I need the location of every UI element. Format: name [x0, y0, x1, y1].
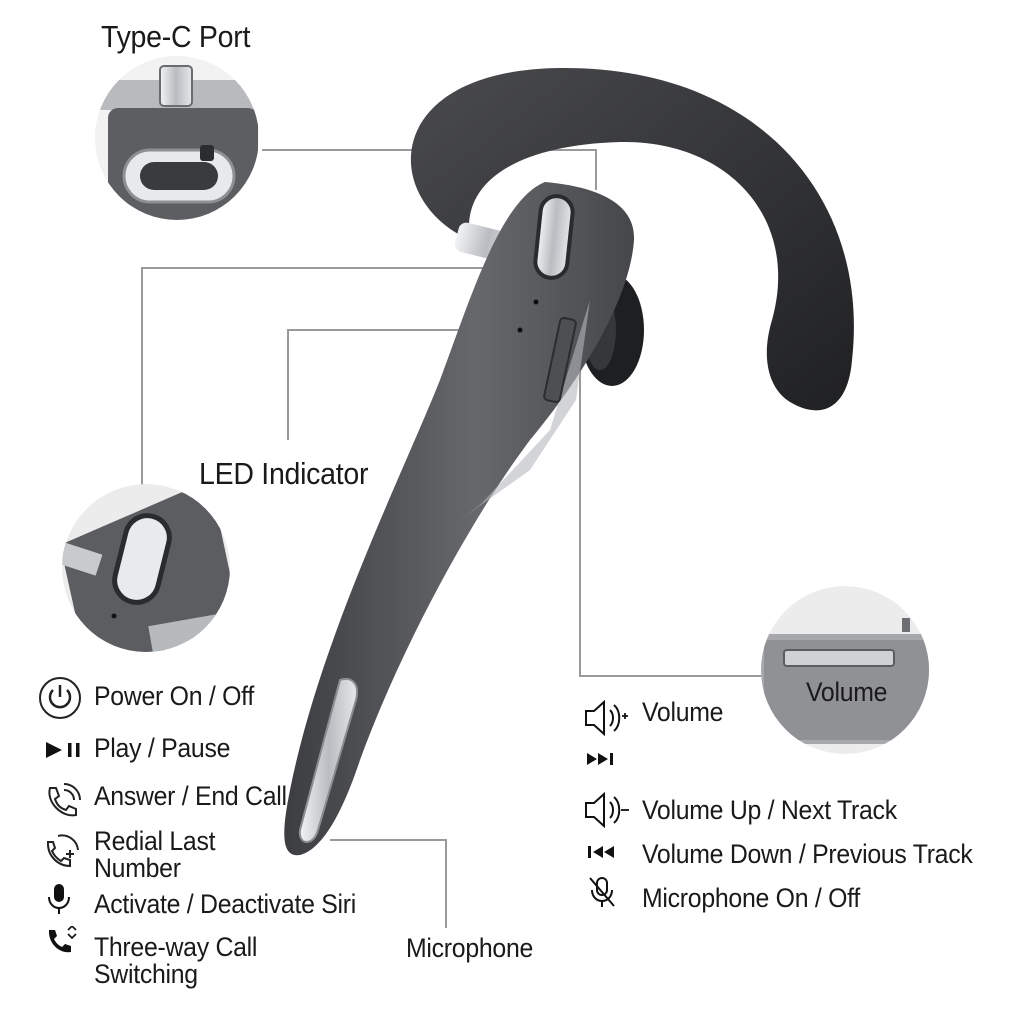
type-c-port-zoom — [95, 56, 259, 220]
three-way-call-label: Three-way Call Switching — [94, 932, 258, 989]
siri-label: Activate / Deactivate Siri — [94, 889, 357, 919]
redial-label: Redial Last Number — [94, 826, 216, 883]
play-pause-icon — [44, 740, 84, 760]
phone-call-icon — [42, 782, 82, 822]
led-indicator-label: LED Indicator — [199, 456, 369, 491]
answer-end-call-label: Answer / End Call — [94, 781, 287, 811]
volume-down-previous-track-label: Volume Down / Previous Track — [642, 839, 973, 869]
microphone-label: Microphone — [406, 933, 534, 963]
volume-zoom — [761, 586, 929, 754]
microphone-icon — [46, 882, 72, 916]
mic-off-icon — [588, 876, 616, 910]
volume-down-icon — [584, 790, 630, 830]
microphone-on-off-label: Microphone On / Off — [642, 883, 860, 913]
three-way-call-icon — [46, 926, 80, 956]
headset-body — [284, 182, 635, 856]
volume-up-icon — [584, 698, 630, 738]
volume-up-next-track-label: Volume Up / Next Track — [642, 795, 897, 825]
led-zoom — [62, 484, 230, 652]
volume-zoom-label: Volume — [806, 677, 888, 707]
power-label: Power On / Off — [94, 681, 254, 711]
type-c-port-label: Type-C Port — [101, 19, 251, 54]
play-pause-label: Play / Pause — [94, 733, 231, 763]
redial-icon — [42, 830, 82, 870]
volume-label: Volume — [642, 697, 724, 727]
ear-hook — [410, 67, 854, 411]
previous-track-icon — [586, 845, 616, 859]
next-track-icon — [586, 752, 616, 766]
power-icon — [38, 676, 82, 720]
leader-lines — [141, 149, 770, 928]
